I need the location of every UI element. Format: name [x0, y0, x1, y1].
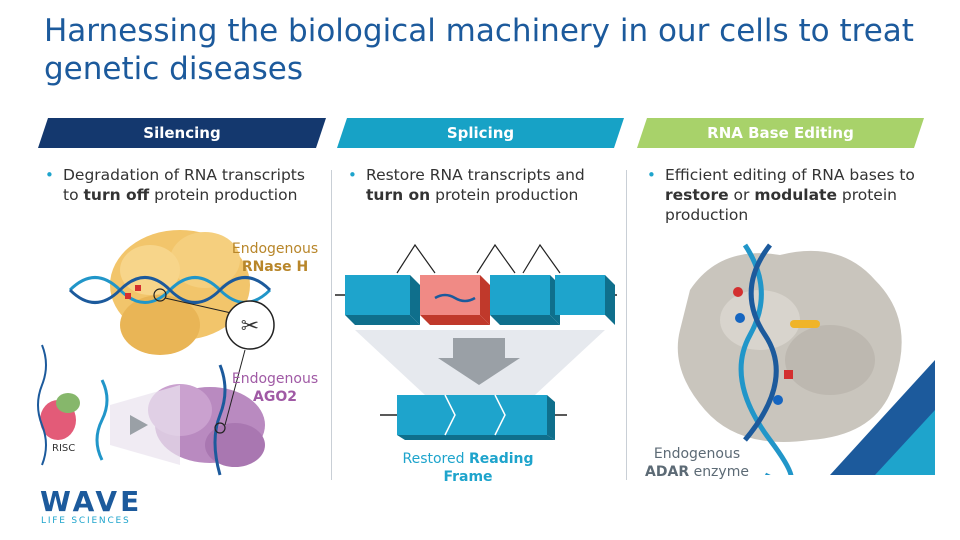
silencing-illustration: ✂ — [37, 230, 275, 476]
splicing-heading: Splicing — [446, 124, 515, 142]
page-title: Harnessing the biological machinery in o… — [44, 13, 914, 87]
exon-block — [490, 275, 560, 325]
bullet-dot-icon: • — [647, 166, 656, 184]
splicing-illustration — [335, 243, 617, 440]
rna-editing-illustration — [677, 243, 935, 475]
silencing-banner: Silencing — [38, 118, 326, 148]
edited-base-highlight — [790, 320, 820, 328]
exon-block — [555, 275, 615, 325]
bullet-dot-icon: • — [348, 166, 357, 184]
column-divider — [626, 170, 627, 480]
silencing-heading: Silencing — [143, 124, 221, 142]
rna-base-editing-banner: RNA Base Editing — [637, 118, 924, 148]
column-divider — [331, 170, 332, 480]
risc-complex-icon — [40, 393, 80, 440]
restored-exon-row — [397, 394, 555, 440]
exon-block — [345, 275, 420, 325]
adar-enzyme-icon — [677, 250, 902, 442]
risc-label: RISC — [52, 443, 76, 454]
svg-text:✂: ✂ — [241, 314, 259, 339]
rnase-h-label: Endogenous RNase H — [231, 241, 319, 275]
dna-helix-icon — [68, 276, 272, 304]
silencing-bullet: • Degradation of RNA transcripts to turn… — [45, 166, 305, 204]
adar-enzyme-label: Endogenous ADAR enzyme — [645, 446, 749, 480]
splicing-banner: Splicing — [337, 118, 624, 148]
company-logo: WAVE — [40, 485, 143, 518]
page-number: 6 — [934, 512, 942, 526]
rnase-h-protein-icon — [110, 230, 250, 355]
ago2-label: Endogenous AGO2 — [231, 371, 319, 405]
company-tagline: LIFE SCIENCES — [41, 516, 131, 526]
scissors-icon — [225, 300, 275, 350]
skipped-exon-block — [420, 275, 490, 325]
splicing-bullet: • Restore RNA transcripts and turn on pr… — [348, 166, 585, 204]
rna-base-editing-heading: RNA Base Editing — [707, 124, 854, 142]
rna-base-editing-bullet: • Efficient editing of RNA bases to rest… — [647, 166, 915, 224]
rna-helix-icon — [738, 243, 794, 475]
down-arrow-icon — [438, 338, 520, 385]
splice-junction-lines — [396, 243, 561, 274]
bullet-dot-icon: • — [45, 166, 54, 184]
